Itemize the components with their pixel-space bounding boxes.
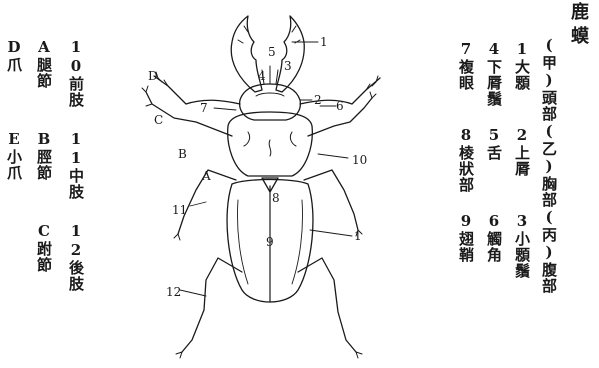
label-maxillary-palp: 3 — [284, 59, 292, 73]
label-ridge: 8 — [272, 191, 280, 205]
label-antenna: 6 — [336, 99, 344, 113]
label-mandible-tip: 1 — [354, 229, 362, 243]
label-tongue: 5 — [268, 45, 276, 59]
label-labial-palp: 4 — [258, 69, 266, 83]
label-compound-eye: 7 — [200, 101, 208, 115]
label-claw: D — [148, 69, 158, 83]
label-midleg: 11 — [172, 203, 187, 217]
label-elytra: 9 — [266, 235, 274, 249]
label-mandible: 1 — [320, 35, 328, 49]
label-femur: A — [201, 169, 211, 183]
label-tibia: B — [178, 147, 187, 161]
label-hindleg: 12 — [166, 285, 181, 299]
label-labrum: 2 — [314, 93, 322, 107]
label-tarsus: C — [154, 113, 163, 127]
label-foreleg: 10 — [352, 153, 367, 167]
